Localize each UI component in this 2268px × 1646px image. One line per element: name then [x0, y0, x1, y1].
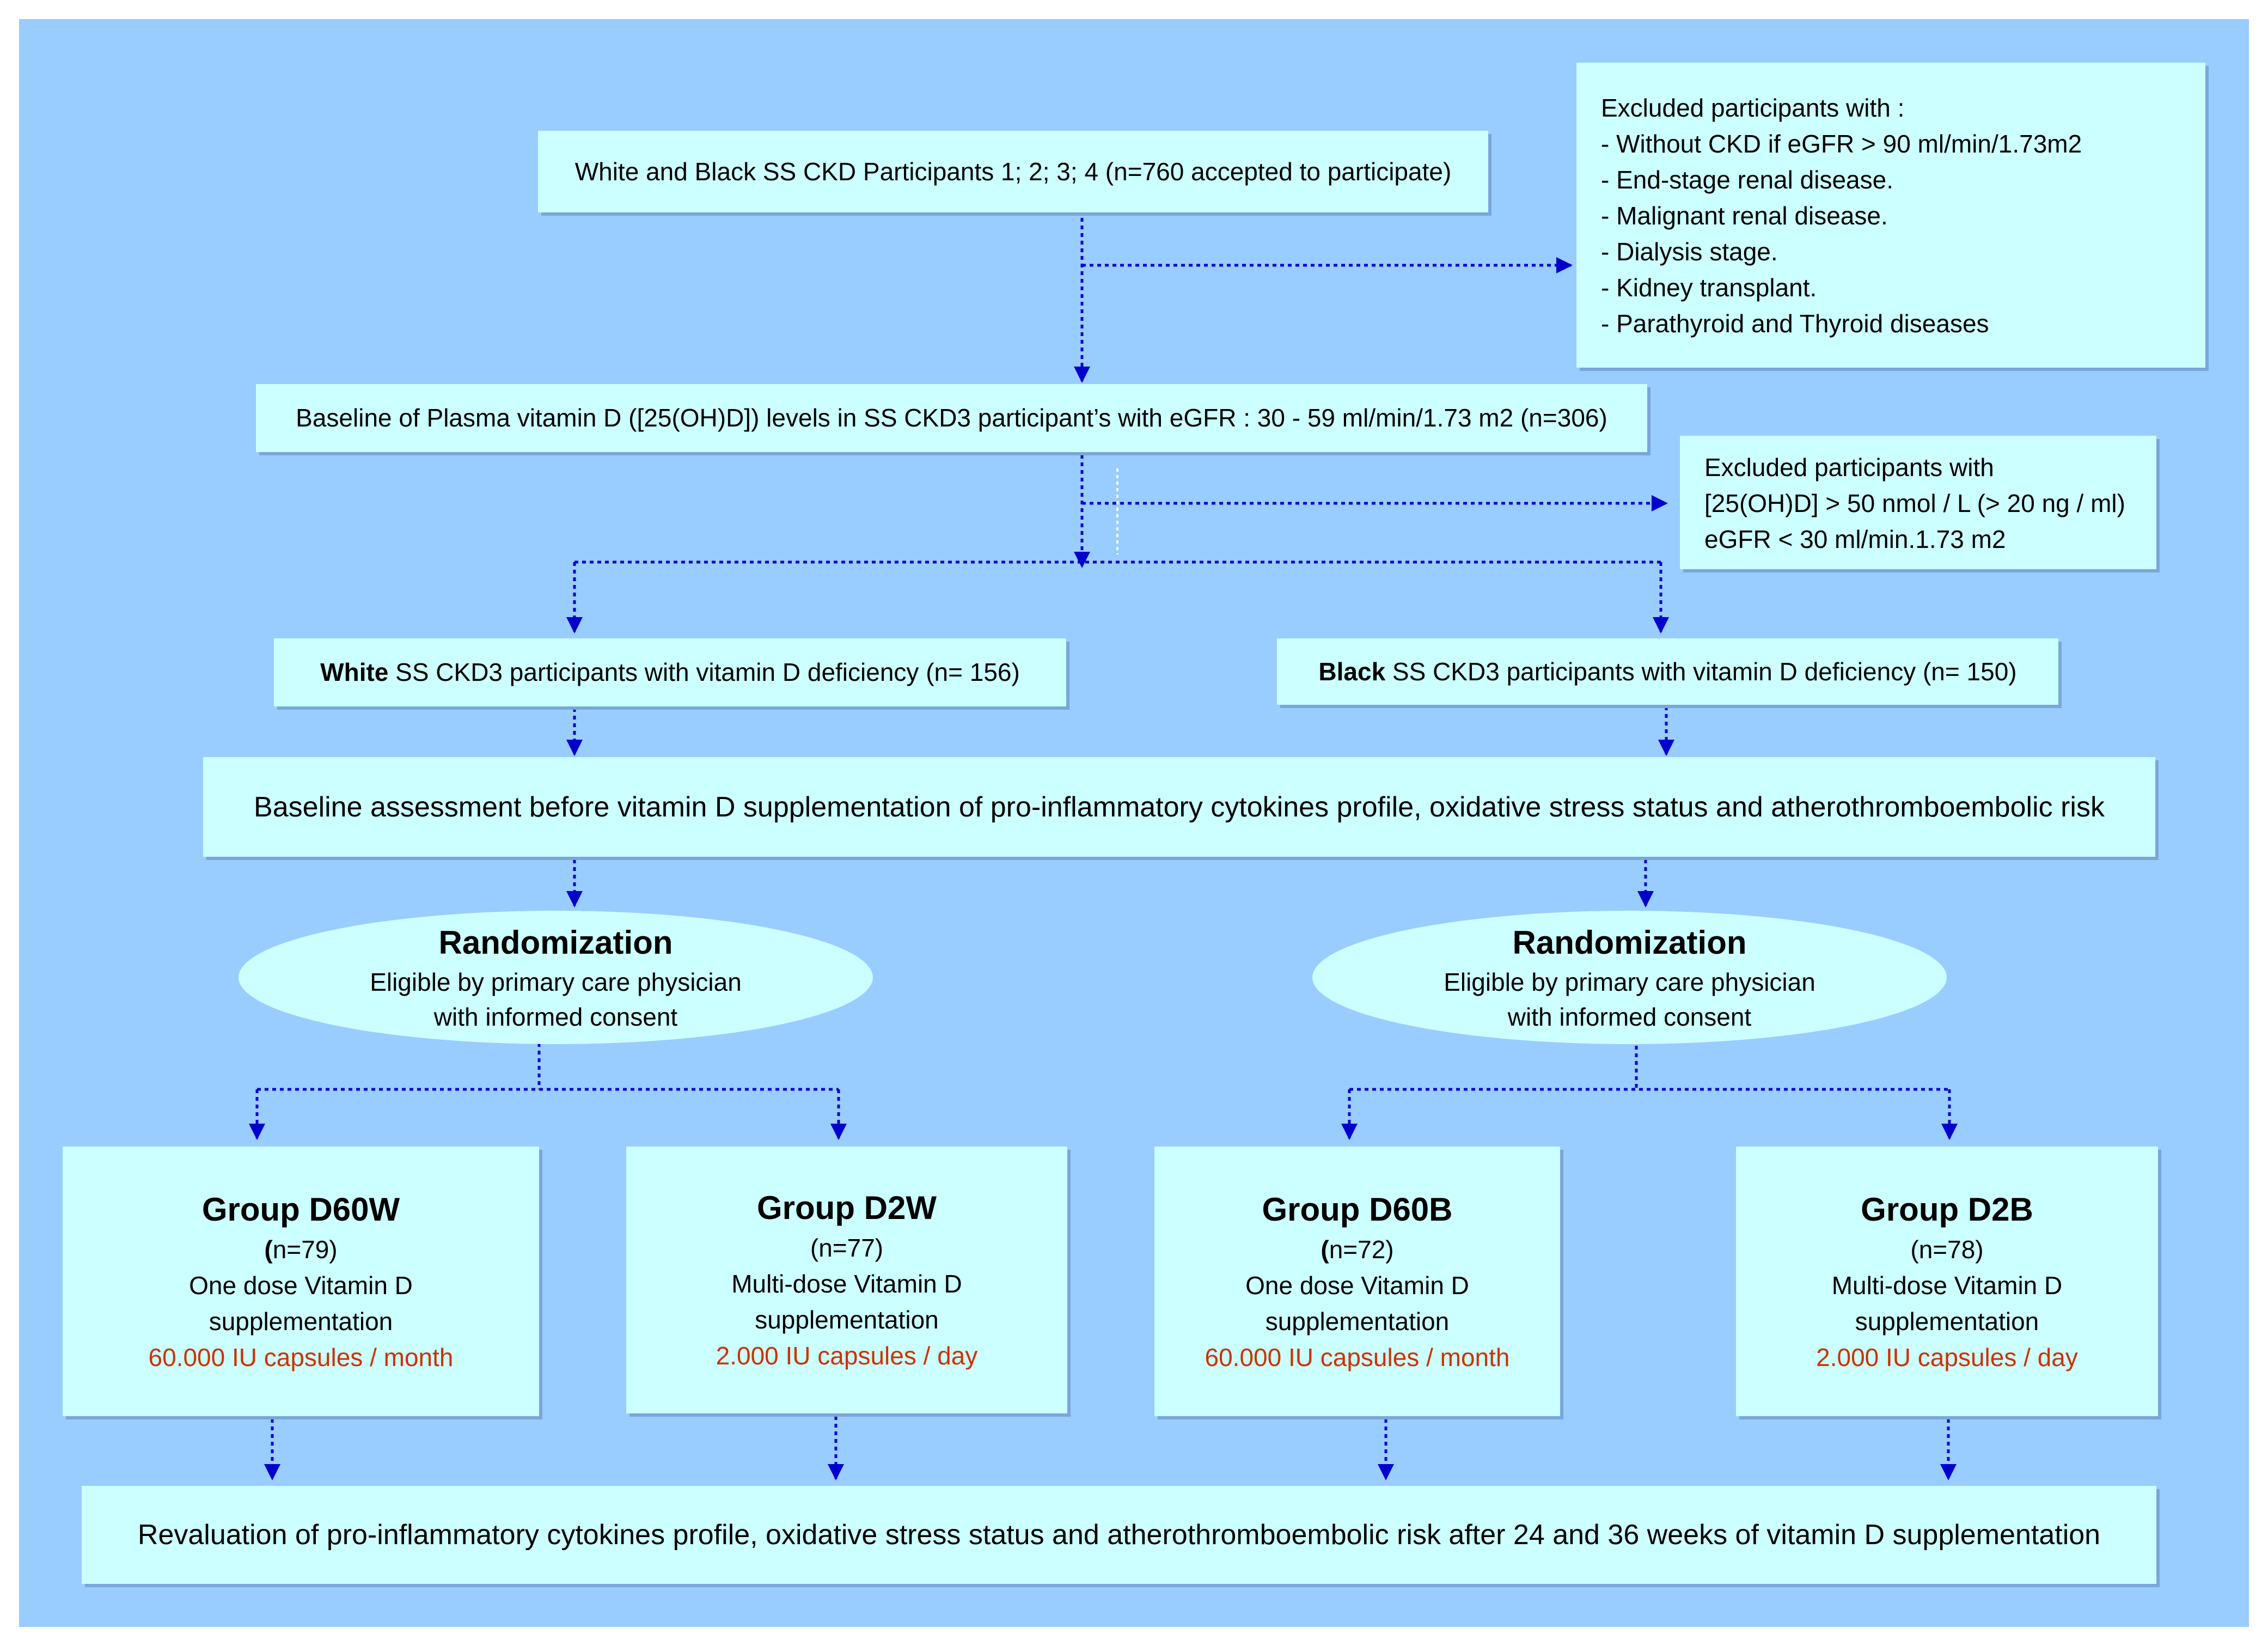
black-participants-text: Black SS CKD3 participants with vitamin …: [1318, 657, 2016, 686]
group-dose: 2.000 IU capsules / day: [716, 1342, 978, 1370]
group-line1: One dose Vitamin D: [1245, 1271, 1469, 1300]
randomization-line2: with informed consent: [433, 1002, 678, 1031]
randomization-ellipse-left: Randomization Eligible by primary care p…: [239, 911, 873, 1044]
group-title: Group D60W: [201, 1191, 400, 1228]
exclusion-box-1: Excluded participants with : - Without C…: [1576, 63, 2205, 368]
group-line1: Multi-dose Vitamin D: [731, 1270, 962, 1298]
baseline-text: Baseline of Plasma vitamin D ([25(OH)D])…: [296, 404, 1607, 432]
black-rest: SS CKD3 participants with vitamin D defi…: [1385, 657, 2017, 686]
black-label: Black: [1318, 657, 1386, 686]
exclusion-2-item: eGFR < 30 ml/min.1.73 m2: [1704, 525, 2006, 553]
group-d60w-box: Group D60W (n=79) One dose Vitamin D sup…: [63, 1147, 539, 1416]
group-dose: 60.000 IU capsules / month: [1205, 1343, 1510, 1371]
group-title: Group D60B: [1262, 1191, 1453, 1228]
group-line1: One dose Vitamin D: [189, 1271, 413, 1300]
group-title: Group D2B: [1861, 1191, 2033, 1228]
exclusion-1-title: Excluded participants with :: [1601, 94, 1905, 122]
black-participants-box: Black SS CKD3 participants with vitamin …: [1277, 638, 2058, 705]
exclusion-1-item: - End-stage renal disease.: [1601, 166, 1893, 194]
randomization-title: Randomization: [1512, 924, 1747, 961]
exclusion-box-2: Excluded participants with [25(OH)D] > 5…: [1680, 436, 2156, 569]
group-d2w-box: Group D2W (n=77) Multi-dose Vitamin D su…: [626, 1147, 1067, 1413]
baseline-assessment-box: Baseline assessment before vitamin D sup…: [203, 757, 2155, 857]
revaluation-box: Revaluation of pro-inflammatory cytokine…: [82, 1486, 2156, 1584]
revaluation-text: Revaluation of pro-inflammatory cytokine…: [137, 1519, 2101, 1551]
group-dose: 60.000 IU capsules / month: [148, 1343, 454, 1371]
group-line2: supplementation: [209, 1307, 393, 1336]
group-n: (n=78): [1910, 1235, 1984, 1264]
white-participants-box: White SS CKD3 participants with vitamin …: [274, 638, 1066, 706]
group-line2: supplementation: [1265, 1307, 1450, 1336]
group-n: (n=72): [1321, 1235, 1394, 1264]
group-d2b-box: Group D2B (n=78) Multi-dose Vitamin D su…: [1736, 1147, 2158, 1416]
group-line2: supplementation: [1855, 1307, 2039, 1336]
group-n: (n=79): [264, 1235, 338, 1264]
exclusion-2-title: Excluded participants with: [1704, 453, 1994, 481]
randomization-ellipse-right: Randomization Eligible by primary care p…: [1312, 911, 1947, 1044]
group-d60b-box: Group D60B (n=72) One dose Vitamin D sup…: [1154, 1147, 1560, 1416]
exclusion-1-item: - Parathyroid and Thyroid diseases: [1601, 309, 1989, 338]
randomization-line1: Eligible by primary care physician: [370, 967, 742, 996]
group-dose: 2.000 IU capsules / day: [1816, 1343, 2078, 1371]
white-label: White: [320, 658, 389, 687]
group-line2: supplementation: [755, 1306, 939, 1334]
group-line1: Multi-dose Vitamin D: [1831, 1271, 2063, 1300]
white-participants-text: White SS CKD3 participants with vitamin …: [320, 658, 1020, 687]
group-n: (n=77): [810, 1234, 884, 1262]
baseline-box: Baseline of Plasma vitamin D ([25(OH)D])…: [256, 384, 1647, 452]
exclusion-1-item: - Dialysis stage.: [1601, 237, 1778, 266]
randomization-line1: Eligible by primary care physician: [1444, 967, 1815, 996]
exclusion-2-item: [25(OH)D] > 50 nmol / L (> 20 ng / ml): [1704, 489, 2125, 517]
group-title: Group D2W: [757, 1190, 937, 1226]
participants-box: White and Black SS CKD Participants 1; 2…: [538, 131, 1488, 212]
participants-text: White and Black SS CKD Participants 1; 2…: [574, 157, 1452, 186]
randomization-line2: with informed consent: [1507, 1002, 1752, 1031]
white-rest: SS CKD3 participants with vitamin D defi…: [388, 658, 1020, 687]
baseline-assessment-text: Baseline assessment before vitamin D sup…: [254, 791, 2105, 823]
exclusion-1-item: - Kidney transplant.: [1601, 273, 1817, 302]
randomization-title: Randomization: [438, 924, 673, 961]
exclusion-1-item: - Malignant renal disease.: [1601, 202, 1888, 230]
exclusion-1-item: - Without CKD if eGFR > 90 ml/min/1.73m2: [1601, 130, 2082, 158]
